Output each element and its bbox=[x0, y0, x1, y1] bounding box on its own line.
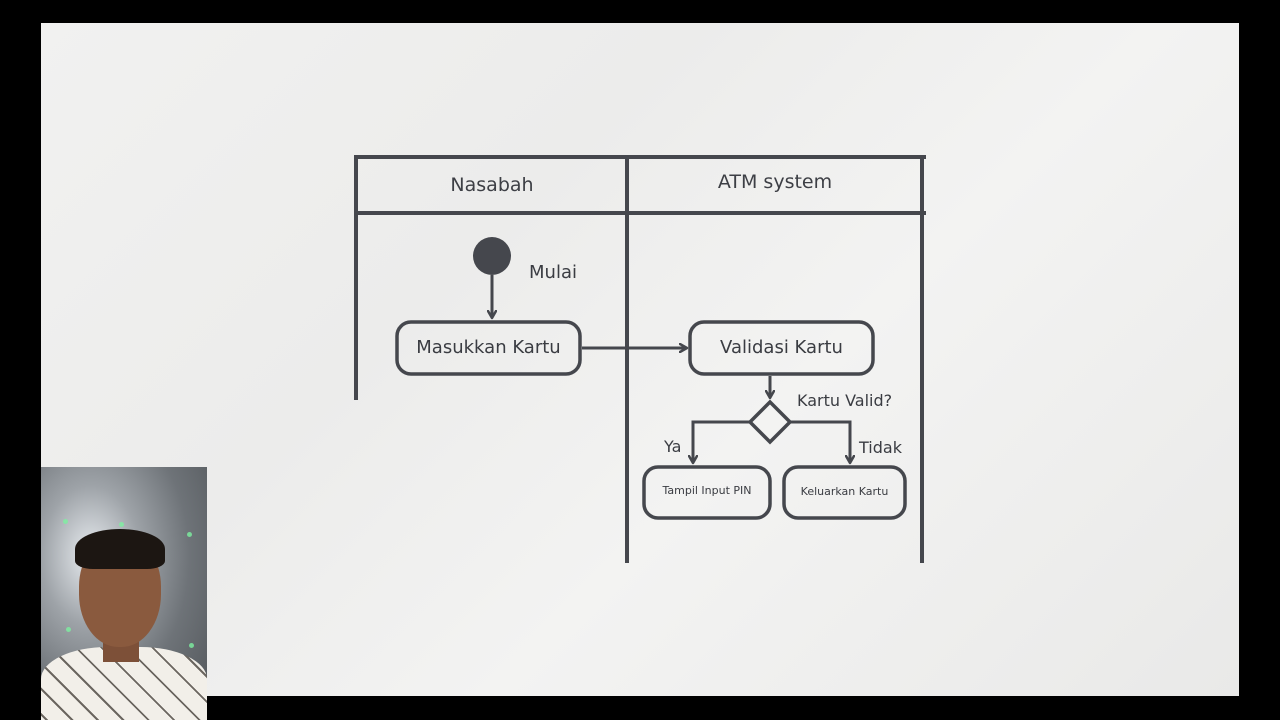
lane-title-nasabah: Nasabah bbox=[450, 174, 534, 196]
validate-card-node bbox=[688, 320, 875, 376]
lane-title-atm-system: ATM system bbox=[717, 171, 833, 193]
validate-card-label: Validasi Kartu bbox=[720, 337, 843, 358]
start-node bbox=[473, 237, 511, 275]
insert-card-node bbox=[395, 320, 582, 376]
start-label: Mulai bbox=[529, 262, 577, 283]
yes-branch-label: Ya bbox=[664, 437, 682, 456]
eject-card-label: Keluarkan Kartu bbox=[800, 485, 889, 498]
decision-label: Kartu Valid? bbox=[797, 391, 893, 410]
decision-diamond bbox=[747, 399, 793, 445]
no-branch-label: Tidak bbox=[859, 438, 902, 457]
show-pin-label: Tampil Input PIN bbox=[662, 484, 752, 497]
slide-background bbox=[41, 23, 1239, 696]
presenter-webcam bbox=[41, 467, 207, 720]
show-pin-node bbox=[642, 465, 772, 520]
eject-card-node bbox=[782, 465, 907, 520]
insert-card-label: Masukkan Kartu bbox=[416, 337, 561, 358]
